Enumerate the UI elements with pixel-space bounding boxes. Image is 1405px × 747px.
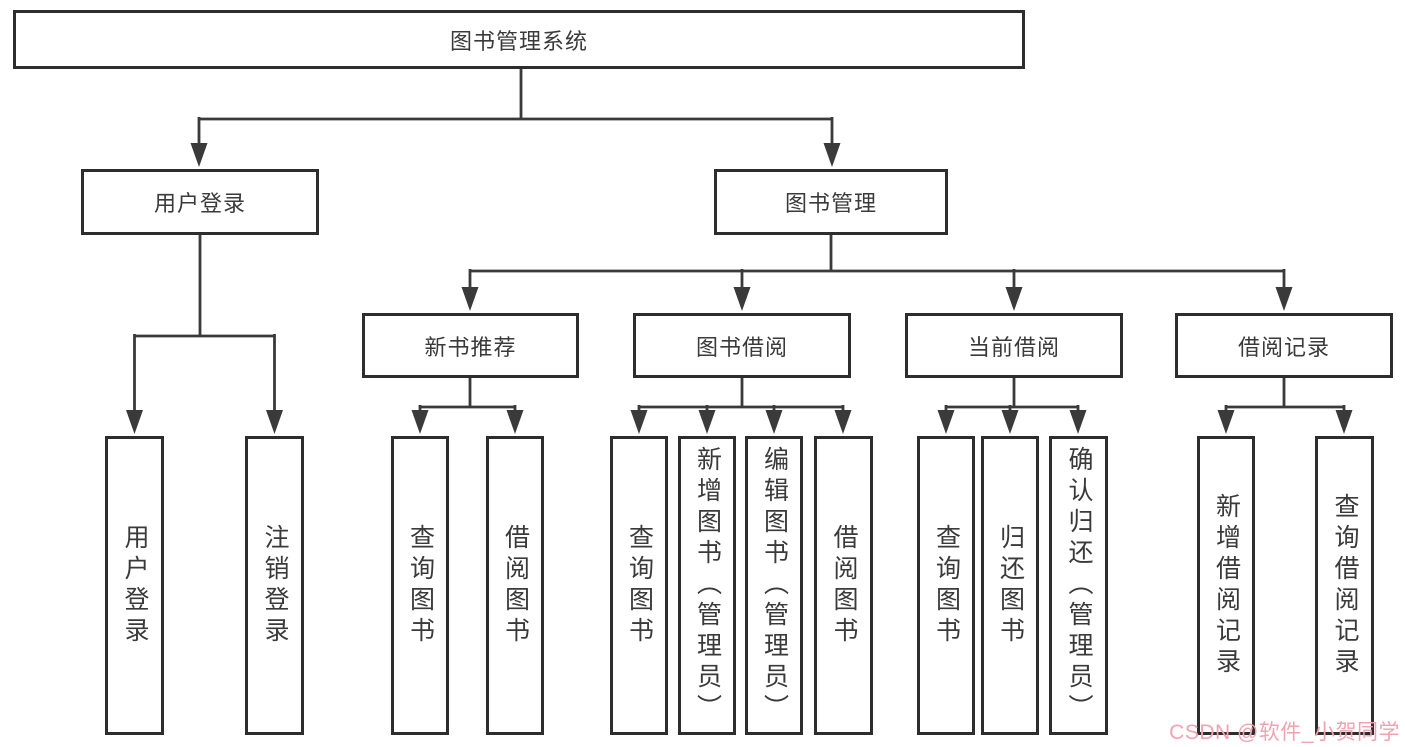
node-rec-borrow-book: 借阅图书 bbox=[486, 436, 544, 735]
node-label: 查询借阅记录 bbox=[1331, 492, 1359, 679]
node-label: 查询图书 bbox=[406, 523, 435, 648]
node-logout: 注销登录 bbox=[245, 436, 304, 735]
node-cb-confirm-return-admin: 确认归还（管理员） bbox=[1049, 436, 1108, 735]
node-label: 新增图书（管理员） bbox=[693, 446, 722, 725]
node-bb-edit-book-admin: 编辑图书（管理员） bbox=[745, 436, 803, 735]
node-label: 借阅记录 bbox=[1237, 334, 1330, 360]
node-label: 图书借阅 bbox=[695, 334, 788, 360]
node-new-book-recommend: 新书推荐 bbox=[362, 313, 579, 378]
node-label: 查询图书 bbox=[932, 523, 961, 648]
node-rec-query-book: 查询图书 bbox=[391, 436, 449, 735]
node-label: 借阅图书 bbox=[830, 523, 858, 648]
node-cb-query-book: 查询图书 bbox=[917, 436, 975, 735]
node-login: 用户登录 bbox=[105, 436, 164, 735]
node-book-management: 图书管理 bbox=[714, 169, 948, 235]
node-book-borrowing: 图书借阅 bbox=[633, 313, 851, 378]
node-label: 用户登录 bbox=[153, 191, 246, 216]
node-bb-add-book-admin: 新增图书（管理员） bbox=[678, 436, 736, 735]
node-br-query-record: 查询借阅记录 bbox=[1315, 436, 1374, 735]
node-label: 归还图书 bbox=[996, 523, 1025, 648]
node-label: 注销登录 bbox=[261, 523, 289, 648]
node-bb-borrow-book: 借阅图书 bbox=[814, 436, 873, 735]
node-current-borrowing: 当前借阅 bbox=[905, 313, 1123, 378]
node-cb-return-book: 归还图书 bbox=[981, 436, 1039, 735]
node-label: 用户登录 bbox=[121, 523, 149, 648]
watermark: CSDN @软件_小贺同学 bbox=[1169, 721, 1400, 744]
node-user-login: 用户登录 bbox=[81, 169, 319, 235]
node-label: 编辑图书（管理员） bbox=[760, 446, 789, 725]
node-label: 新书推荐 bbox=[424, 334, 517, 360]
node-label: 查询图书 bbox=[625, 523, 654, 648]
node-label: 当前借阅 bbox=[967, 334, 1060, 360]
node-bb-query-book: 查询图书 bbox=[610, 436, 668, 735]
node-br-add-record: 新增借阅记录 bbox=[1197, 436, 1255, 735]
node-label: 图书管理 bbox=[784, 191, 877, 216]
node-label: 新增借阅记录 bbox=[1212, 492, 1241, 679]
node-label: 确认归还（管理员） bbox=[1065, 446, 1093, 725]
arrow-down-icons bbox=[126, 143, 1353, 434]
node-label: 借阅图书 bbox=[501, 523, 530, 648]
node-borrow-records: 借阅记录 bbox=[1175, 313, 1393, 378]
node-label: 图书管理系统 bbox=[449, 28, 588, 54]
connector-lines bbox=[133, 69, 1346, 413]
node-library-management-system: 图书管理系统 bbox=[13, 10, 1025, 69]
